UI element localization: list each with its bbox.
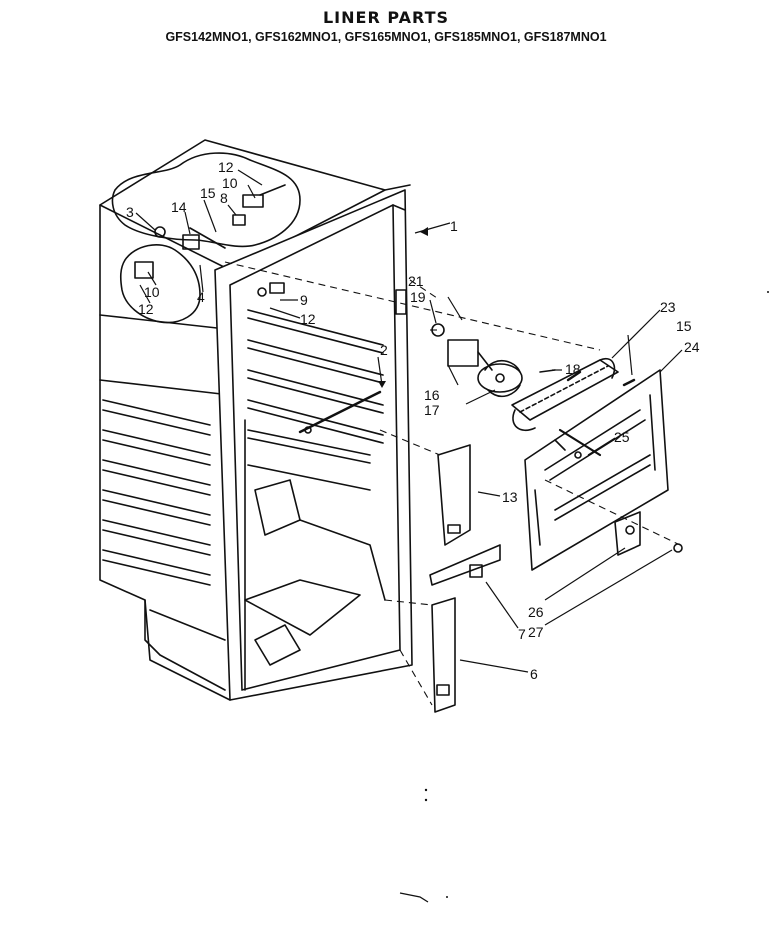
callout-23: 23 [660, 299, 676, 315]
callout-16: 16 [424, 387, 440, 403]
callout-12-left: 12 [138, 301, 154, 317]
callout-18: 18 [565, 361, 581, 377]
callout-24: 24 [684, 339, 700, 355]
callout-21: 21 [408, 273, 424, 289]
callout-10-top: 10 [222, 175, 238, 191]
callout-4: 4 [197, 289, 205, 305]
callout-12-top: 12 [218, 159, 234, 175]
callout-8: 8 [220, 190, 228, 206]
callout-19: 19 [410, 289, 426, 305]
fan-assembly [431, 323, 523, 398]
callout-25: 25 [614, 429, 630, 445]
callout-9: 9 [300, 292, 308, 308]
callout-13: 13 [502, 489, 518, 505]
callout-15-top: 15 [200, 185, 216, 201]
callout-1: 1 [450, 218, 458, 234]
callout-10-left: 10 [144, 284, 160, 300]
callout-2: 2 [380, 342, 388, 358]
model-numbers: GFS142MNO1, GFS162MNO1, GFS165MNO1, GFS1… [165, 30, 607, 44]
callout-7: 7 [518, 626, 526, 642]
grille-23 [511, 358, 619, 432]
diagram-title: LINER PARTS [322, 8, 450, 27]
callout-26: 26 [528, 604, 544, 620]
callout-27: 27 [528, 624, 544, 640]
cover-24 [524, 369, 669, 571]
callout-14: 14 [171, 199, 187, 215]
callout-3: 3 [126, 204, 134, 220]
panel-13 [437, 444, 471, 546]
callout-17: 17 [424, 402, 440, 418]
duct-6 [431, 597, 456, 713]
callout-15-right: 15 [676, 318, 692, 334]
bracket-26 [614, 511, 641, 556]
screw-27-part [673, 543, 683, 553]
liner-frame [214, 189, 413, 701]
callout-6: 6 [530, 666, 538, 682]
strip-7 [429, 544, 501, 586]
callout-12-frame: 12 [300, 311, 316, 327]
